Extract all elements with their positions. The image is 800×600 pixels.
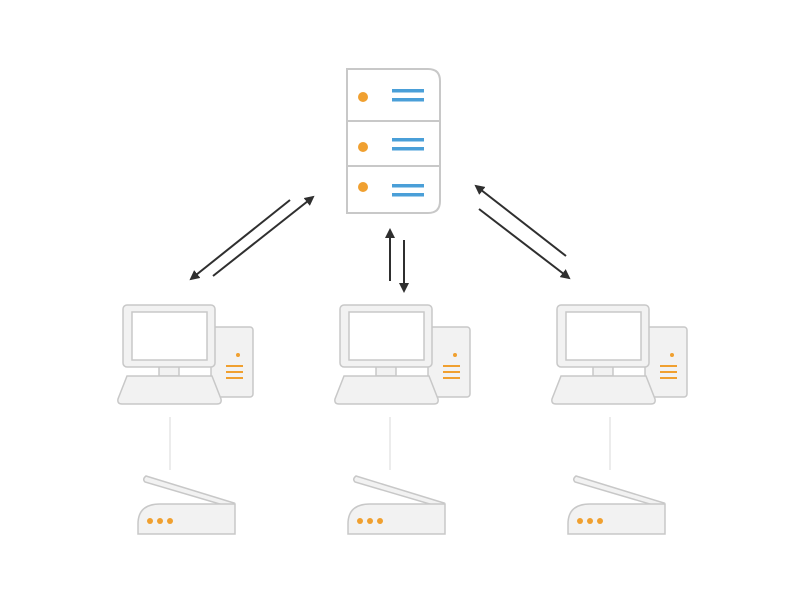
router-body: [347, 503, 446, 535]
router-led-icon: [597, 518, 603, 524]
vent-line: [660, 377, 677, 379]
wifi-router-icon[interactable]: [567, 475, 666, 535]
arrows-server-computer-3: [474, 184, 571, 280]
router-antenna: [352, 475, 446, 508]
status-led-icon: [358, 142, 368, 152]
vent-line: [660, 365, 677, 367]
server-bar: [392, 193, 424, 197]
power-led-icon: [453, 353, 457, 357]
vent-line: [226, 377, 243, 379]
wifi-router-icon[interactable]: [347, 475, 446, 535]
server-slot: [358, 182, 424, 197]
router-led-icon: [367, 518, 373, 524]
vent-line: [443, 377, 460, 379]
keyboard: [551, 375, 656, 405]
tower-case: [644, 326, 688, 398]
monitor-screen: [348, 311, 425, 361]
server-slot: [358, 89, 424, 102]
router-antenna: [142, 475, 236, 508]
status-led-icon: [358, 92, 368, 102]
arrows-server-computer-1: [189, 195, 315, 281]
router-led-icon: [167, 518, 173, 524]
monitor-screen: [565, 311, 642, 361]
vent-line: [443, 371, 460, 373]
tower-case: [427, 326, 471, 398]
vent-line: [660, 371, 677, 373]
arrow-down-left: [189, 199, 291, 281]
server-rack-icon[interactable]: [346, 68, 441, 214]
router-led-icon: [157, 518, 163, 524]
keyboard: [334, 375, 439, 405]
server-bar: [392, 147, 424, 151]
arrow-up-right: [212, 195, 315, 277]
keyboard: [117, 375, 222, 405]
power-led-icon: [236, 353, 240, 357]
desktop-computer-icon[interactable]: [334, 304, 471, 405]
desktop-computer-icon[interactable]: [551, 304, 688, 405]
vent-line: [226, 371, 243, 373]
server-bar: [392, 89, 424, 93]
vent-line: [443, 365, 460, 367]
router-antenna: [572, 475, 666, 508]
router-led-icon: [147, 518, 153, 524]
server-slot: [358, 138, 424, 152]
router-led-icon: [377, 518, 383, 524]
monitor-screen: [131, 311, 208, 361]
arrow-down-right: [478, 208, 571, 280]
desktop-computer-icon[interactable]: [117, 304, 254, 405]
router-body: [567, 503, 666, 535]
server-bar: [392, 98, 424, 102]
server-bar: [392, 184, 424, 188]
status-led-icon: [358, 182, 368, 192]
router-led-icon: [357, 518, 363, 524]
tower-case: [210, 326, 254, 398]
power-led-icon: [670, 353, 674, 357]
arrows-server-computer-2: [385, 228, 409, 293]
server-bar: [392, 138, 424, 142]
router-body: [137, 503, 236, 535]
wifi-router-icon[interactable]: [137, 475, 236, 535]
router-led-icon: [587, 518, 593, 524]
arrow-up-left: [474, 184, 567, 257]
vent-line: [226, 365, 243, 367]
router-led-icon: [577, 518, 583, 524]
